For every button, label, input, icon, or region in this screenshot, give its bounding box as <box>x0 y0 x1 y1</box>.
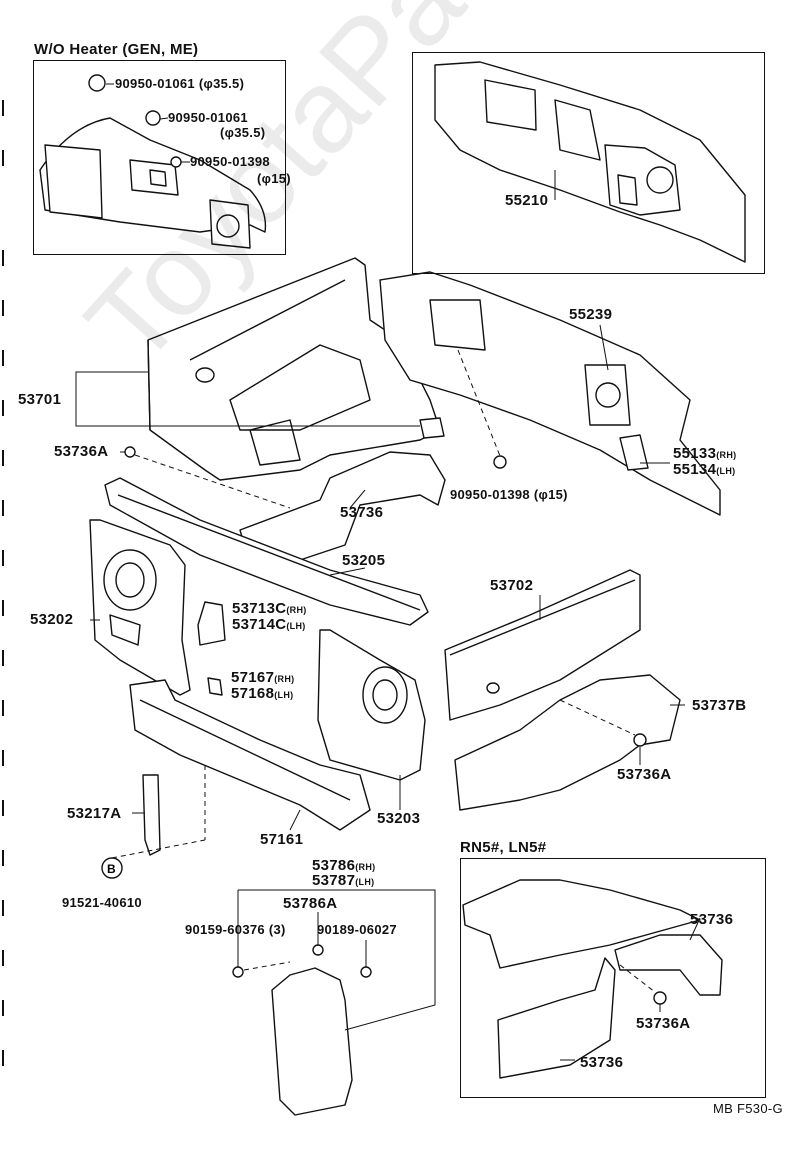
part-53205-drawing <box>104 477 429 626</box>
diagram-code: MB F530-G <box>713 1101 783 1116</box>
label-55134: 55134(LH) <box>673 461 736 478</box>
bolt-91521-drawing: B <box>101 857 123 879</box>
label-90950-01398-a: 90950-01398 <box>190 154 270 169</box>
label-91521-40610: 91521-40610 <box>62 895 142 910</box>
label-53786: 53786(RH) <box>312 857 376 874</box>
label-53202: 53202 <box>30 611 74 628</box>
label-53713c: 53713C(RH) <box>232 600 307 617</box>
label-55133: 55133(RH) <box>673 445 737 462</box>
label-90950-01398-a-size: (φ15) <box>257 171 291 186</box>
inset-rn5 <box>460 858 766 1098</box>
label-53203: 53203 <box>377 810 421 827</box>
label-53714c: 53714C(LH) <box>232 616 306 633</box>
label-53217a: 53217A <box>67 805 122 822</box>
label-57168: 57168(LH) <box>231 685 294 702</box>
inset-rn5-title: RN5#, LN5# <box>460 839 547 856</box>
part-55210-drawing <box>434 61 746 263</box>
part-53202-drawing <box>89 519 191 696</box>
part-57161-drawing <box>129 679 371 831</box>
inset-wo-heater-drawing <box>39 74 267 249</box>
label-53205: 53205 <box>342 552 386 569</box>
label-90950-01061-b-size: (φ35.5) <box>220 125 266 140</box>
part-53701-drawing <box>147 257 445 481</box>
label-90950-01061-a: 90950-01061 (φ35.5) <box>115 76 245 91</box>
part-55239-drawing <box>379 271 721 516</box>
inset-rn5-drawing <box>462 879 723 1079</box>
part-53786-drawing <box>232 944 372 1116</box>
part-53217a-drawing <box>142 774 161 856</box>
label-53701: 53701 <box>18 391 62 408</box>
clip-53736a-mid-drawing <box>633 733 647 747</box>
inset-wo-heater-title: W/O Heater (GEN, ME) <box>34 41 199 58</box>
part-53713c-drawing <box>197 601 226 646</box>
inset-wo-heater <box>33 60 286 255</box>
label-53787: 53787(LH) <box>312 872 375 889</box>
label-53786a: 53786A <box>283 895 338 912</box>
label-55239: 55239 <box>569 306 613 323</box>
label-55210: 55210 <box>505 192 549 209</box>
label-90189-06027: 90189-06027 <box>317 922 397 937</box>
label-90950-01398-b: 90950-01398 (φ15) <box>450 487 568 502</box>
label-53736a-rn: 53736A <box>636 1015 691 1032</box>
label-53736: 53736 <box>340 504 384 521</box>
label-53737b: 53737B <box>692 697 747 714</box>
label-53702: 53702 <box>490 577 534 594</box>
label-90950-01061-b: 90950-01061 <box>168 110 248 125</box>
label-57167: 57167(RH) <box>231 669 295 686</box>
leader-lines <box>75 83 701 1061</box>
label-53736a-mid: 53736A <box>617 766 672 783</box>
inset-55210 <box>412 52 765 274</box>
dashed-leaders <box>111 349 656 993</box>
label-53736-rn-a: 53736 <box>690 911 734 928</box>
label-53736a-top: 53736A <box>54 443 109 460</box>
svg-text:B: B <box>107 862 116 876</box>
part-57167-drawing <box>207 677 223 696</box>
grommet-90950-drawing <box>493 455 507 469</box>
label-57161: 57161 <box>260 831 304 848</box>
part-53702-drawing <box>444 569 641 721</box>
label-53736-rn-b: 53736 <box>580 1054 624 1071</box>
part-53203-drawing <box>317 629 426 781</box>
clip-53736a-top-drawing <box>124 446 136 458</box>
label-90159-60376: 90159-60376 (3) <box>185 922 286 937</box>
